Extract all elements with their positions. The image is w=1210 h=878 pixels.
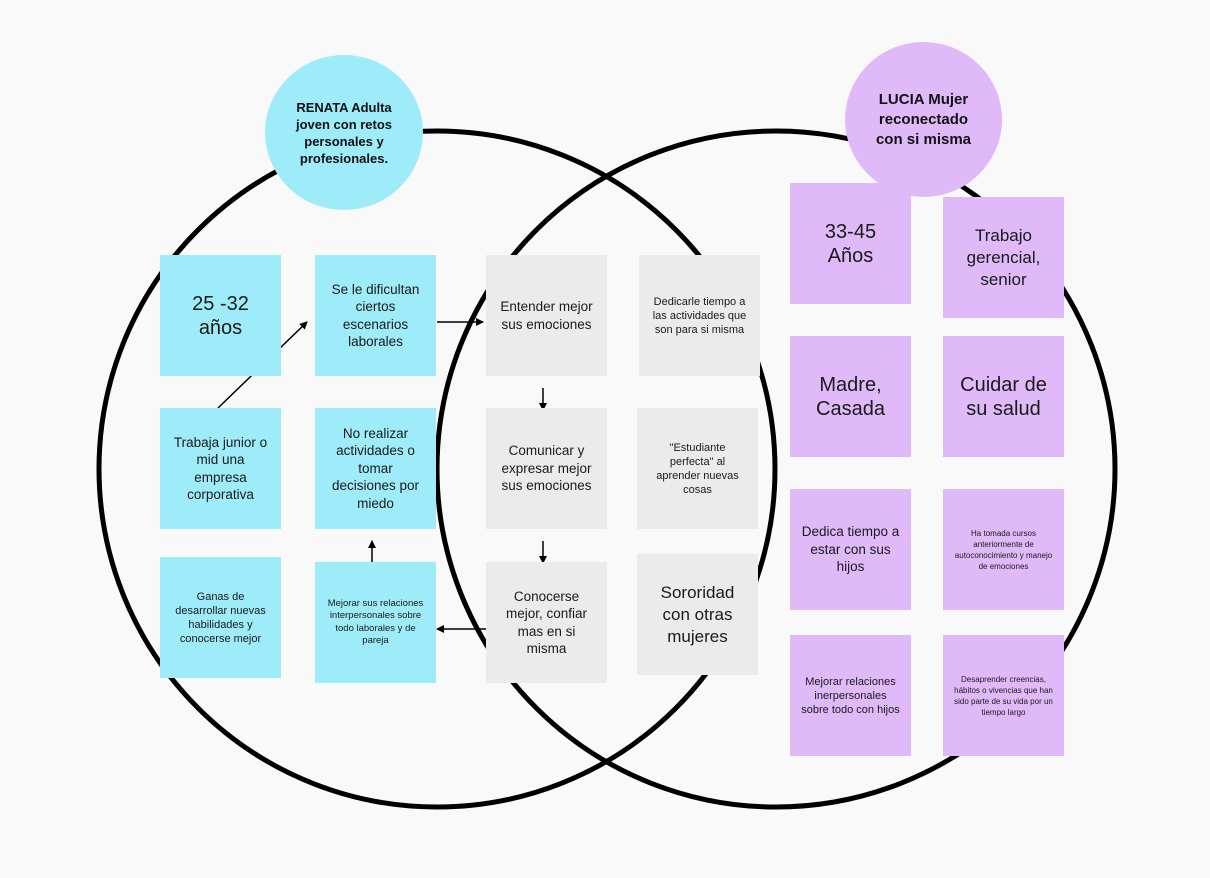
lucia-note-courses: Ha tomada cursos anteriormente de autoco… — [943, 489, 1064, 610]
renata-persona-circle: RENATA Adulta joven con retos personales… — [265, 55, 423, 210]
shared-note-sorority: Sororidad con otras mujeres — [637, 554, 758, 675]
renata-note-work-scenarios: Se le dificultan ciertos escenarios labo… — [315, 255, 436, 376]
lucia-note-age: 33-45 Años — [790, 183, 911, 304]
lucia-note-children-time: Dedica tiempo a estar con sus hijos — [790, 489, 911, 610]
renata-note-job: Trabaja junior o mid una empresa corpora… — [160, 408, 281, 529]
renata-note-fear: No realizar actividades o tomar decision… — [315, 408, 436, 529]
lucia-note-job: Trabajo gerencial, senior — [943, 197, 1064, 318]
lucia-note-health: Cuidar de su salud — [943, 336, 1064, 457]
renata-note-age: 25 -32 años — [160, 255, 281, 376]
shared-note-self-time: Dedicarle tiempo a las actividades que s… — [639, 255, 760, 376]
lucia-note-status: Madre, Casada — [790, 336, 911, 457]
shared-note-know-self: Conocerse mejor, confiar mas en si misma — [486, 562, 607, 683]
shared-note-communicate: Comunicar y expresar mejor sus emociones — [486, 408, 607, 529]
lucia-persona-circle: LUCIA Mujer reconectado con si misma — [845, 42, 1002, 197]
lucia-note-unlearn: Desaprender creencias, hábitos o vivenci… — [943, 635, 1064, 756]
lucia-note-relations: Mejorar relaciones inerpersonales sobre … — [790, 635, 911, 756]
shared-note-perfect-student: "Estudiante perfecta" al aprender nuevas… — [637, 408, 758, 529]
renata-note-relations: Mejorar sus relaciones interpersonales s… — [315, 562, 436, 683]
lucia-ring — [434, 128, 1118, 810]
renata-ring — [96, 128, 778, 810]
renata-note-goals: Ganas de desarrollar nuevas habilidades … — [160, 557, 281, 678]
shared-note-understand: Entender mejor sus emociones — [486, 255, 607, 376]
